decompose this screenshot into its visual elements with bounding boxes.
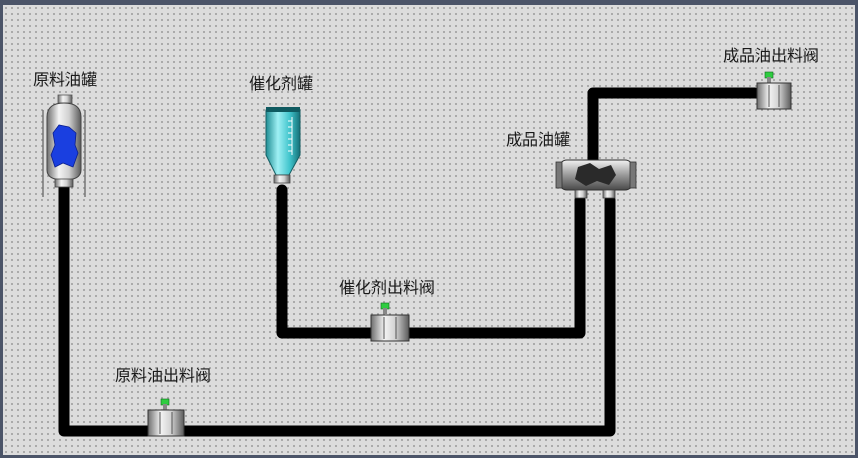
catalyst-pipe [276,184,586,339]
raw-oil-tank-label: 原料油罐 [33,70,98,89]
process-canvas: 原料油罐 催化剂罐 成品油罐 成品油出料阀 催化剂出料阀 原料油出料阀 [3,5,855,455]
raw-oil-valve-label: 原料油出料阀 [115,366,212,385]
product-outlet-pipe [587,87,761,171]
pipe-network [58,87,761,437]
product-oil-tank-label: 成品油罐 [506,130,571,149]
catalyst-tank-label: 催化剂罐 [249,74,314,93]
raw-oil-pipe [58,179,616,437]
catalyst-valve-label: 催化剂出料阀 [339,278,436,297]
product-oil-valve-label: 成品油出料阀 [723,46,820,65]
